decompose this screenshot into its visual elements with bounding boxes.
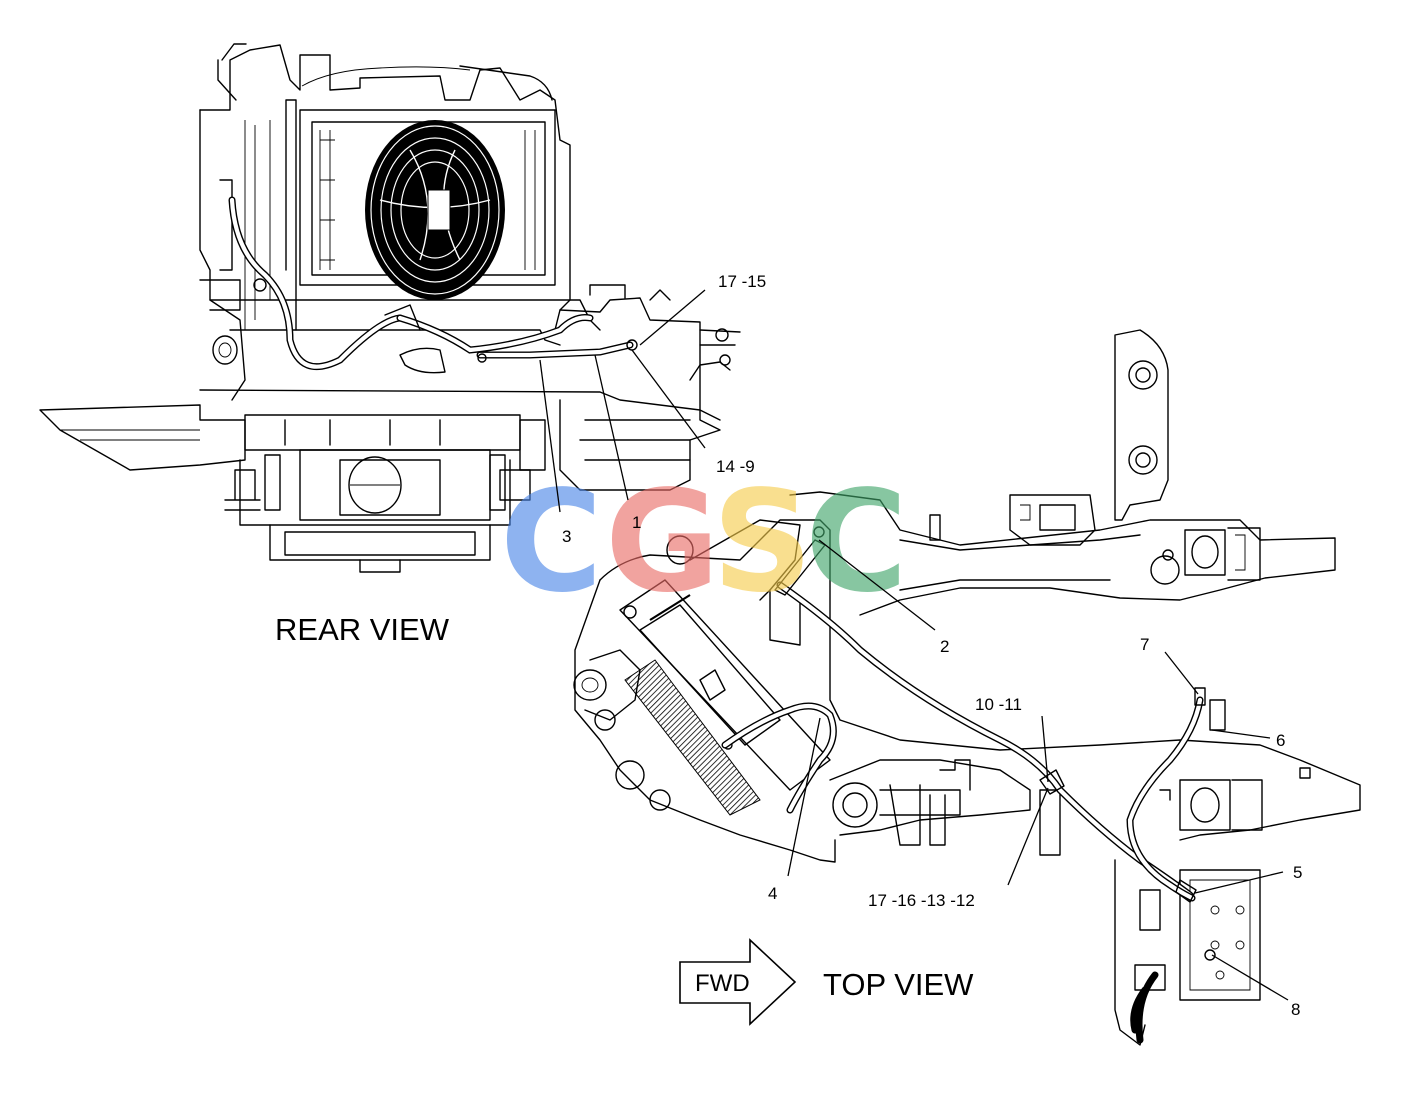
- callouts: 17 -15 14 -9 3 1 2 7 6 10 -11 4 17 -16 -…: [562, 272, 1302, 1019]
- top-view-drawing: [573, 329, 1361, 1046]
- watermark-letter-s: S: [712, 461, 813, 624]
- callout-3: 3: [562, 527, 571, 546]
- callout-6: 6: [1276, 731, 1285, 750]
- callout-1: 1: [632, 513, 641, 532]
- leader-lines: [539, 289, 1289, 1001]
- rear-hose-routing: [228, 196, 638, 374]
- callout-7: 7: [1140, 635, 1149, 654]
- callout-14-9: 14 -9: [716, 457, 755, 476]
- watermark: C G S C: [500, 461, 908, 624]
- top-hose-routing: [721, 526, 1226, 1044]
- watermark-letter-c1: C: [500, 461, 603, 624]
- top-view-label: TOP VIEW: [823, 967, 974, 1002]
- callout-17-15: 17 -15: [718, 272, 766, 291]
- rear-view-drawing: [39, 43, 741, 573]
- callout-5: 5: [1293, 863, 1302, 882]
- watermark-letter-c2: C: [805, 461, 908, 624]
- callout-8: 8: [1291, 1000, 1300, 1019]
- rear-view-label: REAR VIEW: [275, 612, 450, 647]
- watermark-letter-g: G: [605, 461, 720, 624]
- callout-17-16-13-12: 17 -16 -13 -12: [868, 891, 975, 910]
- fwd-label: FWD: [695, 970, 750, 997]
- callout-10-11: 10 -11: [975, 695, 1022, 714]
- hydraulic-component: [619, 579, 831, 816]
- cooling-fan: [365, 120, 505, 300]
- callout-4: 4: [768, 884, 777, 903]
- fwd-arrow: FWD: [679, 938, 797, 1026]
- callout-2: 2: [940, 637, 949, 656]
